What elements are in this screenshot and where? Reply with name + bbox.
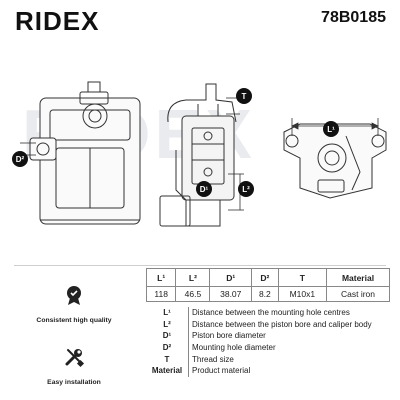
- spec-value: 118: [145, 286, 177, 302]
- header: RIDEX 78B0185: [0, 0, 400, 38]
- spec-value: M10x1: [277, 286, 328, 302]
- legend-key: D²: [146, 341, 189, 354]
- legend-desc: Piston bore diameter: [192, 331, 266, 341]
- spec-table: L¹ L² D¹ D² T Material 118 46.5 38.07 8.…: [145, 268, 390, 302]
- spec-header: L¹: [145, 268, 177, 287]
- technical-drawing: RIDEX D² T D¹: [12, 81, 387, 227]
- spec-value: 38.07: [209, 286, 253, 302]
- brand-logo: RIDEX: [15, 6, 100, 36]
- legend-row: T Thread size: [146, 353, 390, 365]
- spec-header: L²: [175, 268, 211, 287]
- spec-header: D²: [251, 268, 279, 287]
- legend-key: L¹: [146, 307, 189, 319]
- l2-badge: [238, 181, 254, 197]
- spec-value: 46.5: [175, 286, 211, 302]
- l1-label: L¹: [327, 125, 335, 134]
- feature-quality: Consistent high quality: [14, 284, 134, 324]
- spec-header: D¹: [209, 268, 253, 287]
- legend-desc: Product material: [192, 366, 251, 376]
- caliper-top-view: [283, 123, 387, 199]
- spec-header: T: [277, 268, 328, 287]
- legend-row: L¹ Distance between the mounting hole ce…: [146, 307, 390, 319]
- spec-header-row: L¹ L² D¹ D² T Material: [145, 268, 390, 287]
- t-label: T: [242, 92, 247, 101]
- d2-label: D²: [16, 155, 25, 164]
- legend-row: D¹ Piston bore diameter: [146, 330, 390, 342]
- legend-row: D² Mounting hole diameter: [146, 341, 390, 354]
- caliper-side-view: [29, 81, 141, 225]
- feature-installation: Easy installation: [14, 346, 134, 386]
- divider: [14, 265, 386, 266]
- spec-header: Material: [326, 268, 390, 287]
- legend-desc: Mounting hole diameter: [192, 343, 276, 353]
- legend-desc: Distance between the mounting hole centr…: [192, 308, 350, 318]
- legend-key: D¹: [146, 330, 189, 342]
- t-badge: [236, 88, 252, 104]
- legend-key: T: [146, 353, 189, 365]
- legend-desc: Distance between the piston bore and cal…: [192, 319, 372, 329]
- legend-row: L² Distance between the piston bore and …: [146, 318, 390, 331]
- l2-label: L²: [242, 185, 250, 194]
- d1-badge: [196, 181, 212, 197]
- caliper-section-view: [159, 83, 237, 227]
- wrench-screwdriver-icon: [65, 349, 85, 368]
- medal-icon: [67, 286, 81, 305]
- legend-key: L²: [146, 318, 189, 331]
- spec-value: 8.2: [251, 286, 279, 302]
- spec-value: Cast iron: [326, 286, 390, 302]
- feature-label: Easy installation: [47, 379, 101, 386]
- l1-badge: [323, 121, 339, 137]
- d2-badge: [12, 151, 28, 167]
- legend-key: Material: [146, 364, 189, 377]
- legend-row: Material Product material: [146, 364, 390, 377]
- part-number: 78B0185: [321, 9, 386, 26]
- feature-label: Consistent high quality: [36, 317, 112, 324]
- legend-desc: Thread size: [192, 354, 234, 364]
- d1-label: D¹: [200, 185, 209, 194]
- spec-value-row: 118 46.5 38.07 8.2 M10x1 Cast iron: [145, 286, 390, 302]
- legend-table: L¹ Distance between the mounting hole ce…: [146, 307, 390, 377]
